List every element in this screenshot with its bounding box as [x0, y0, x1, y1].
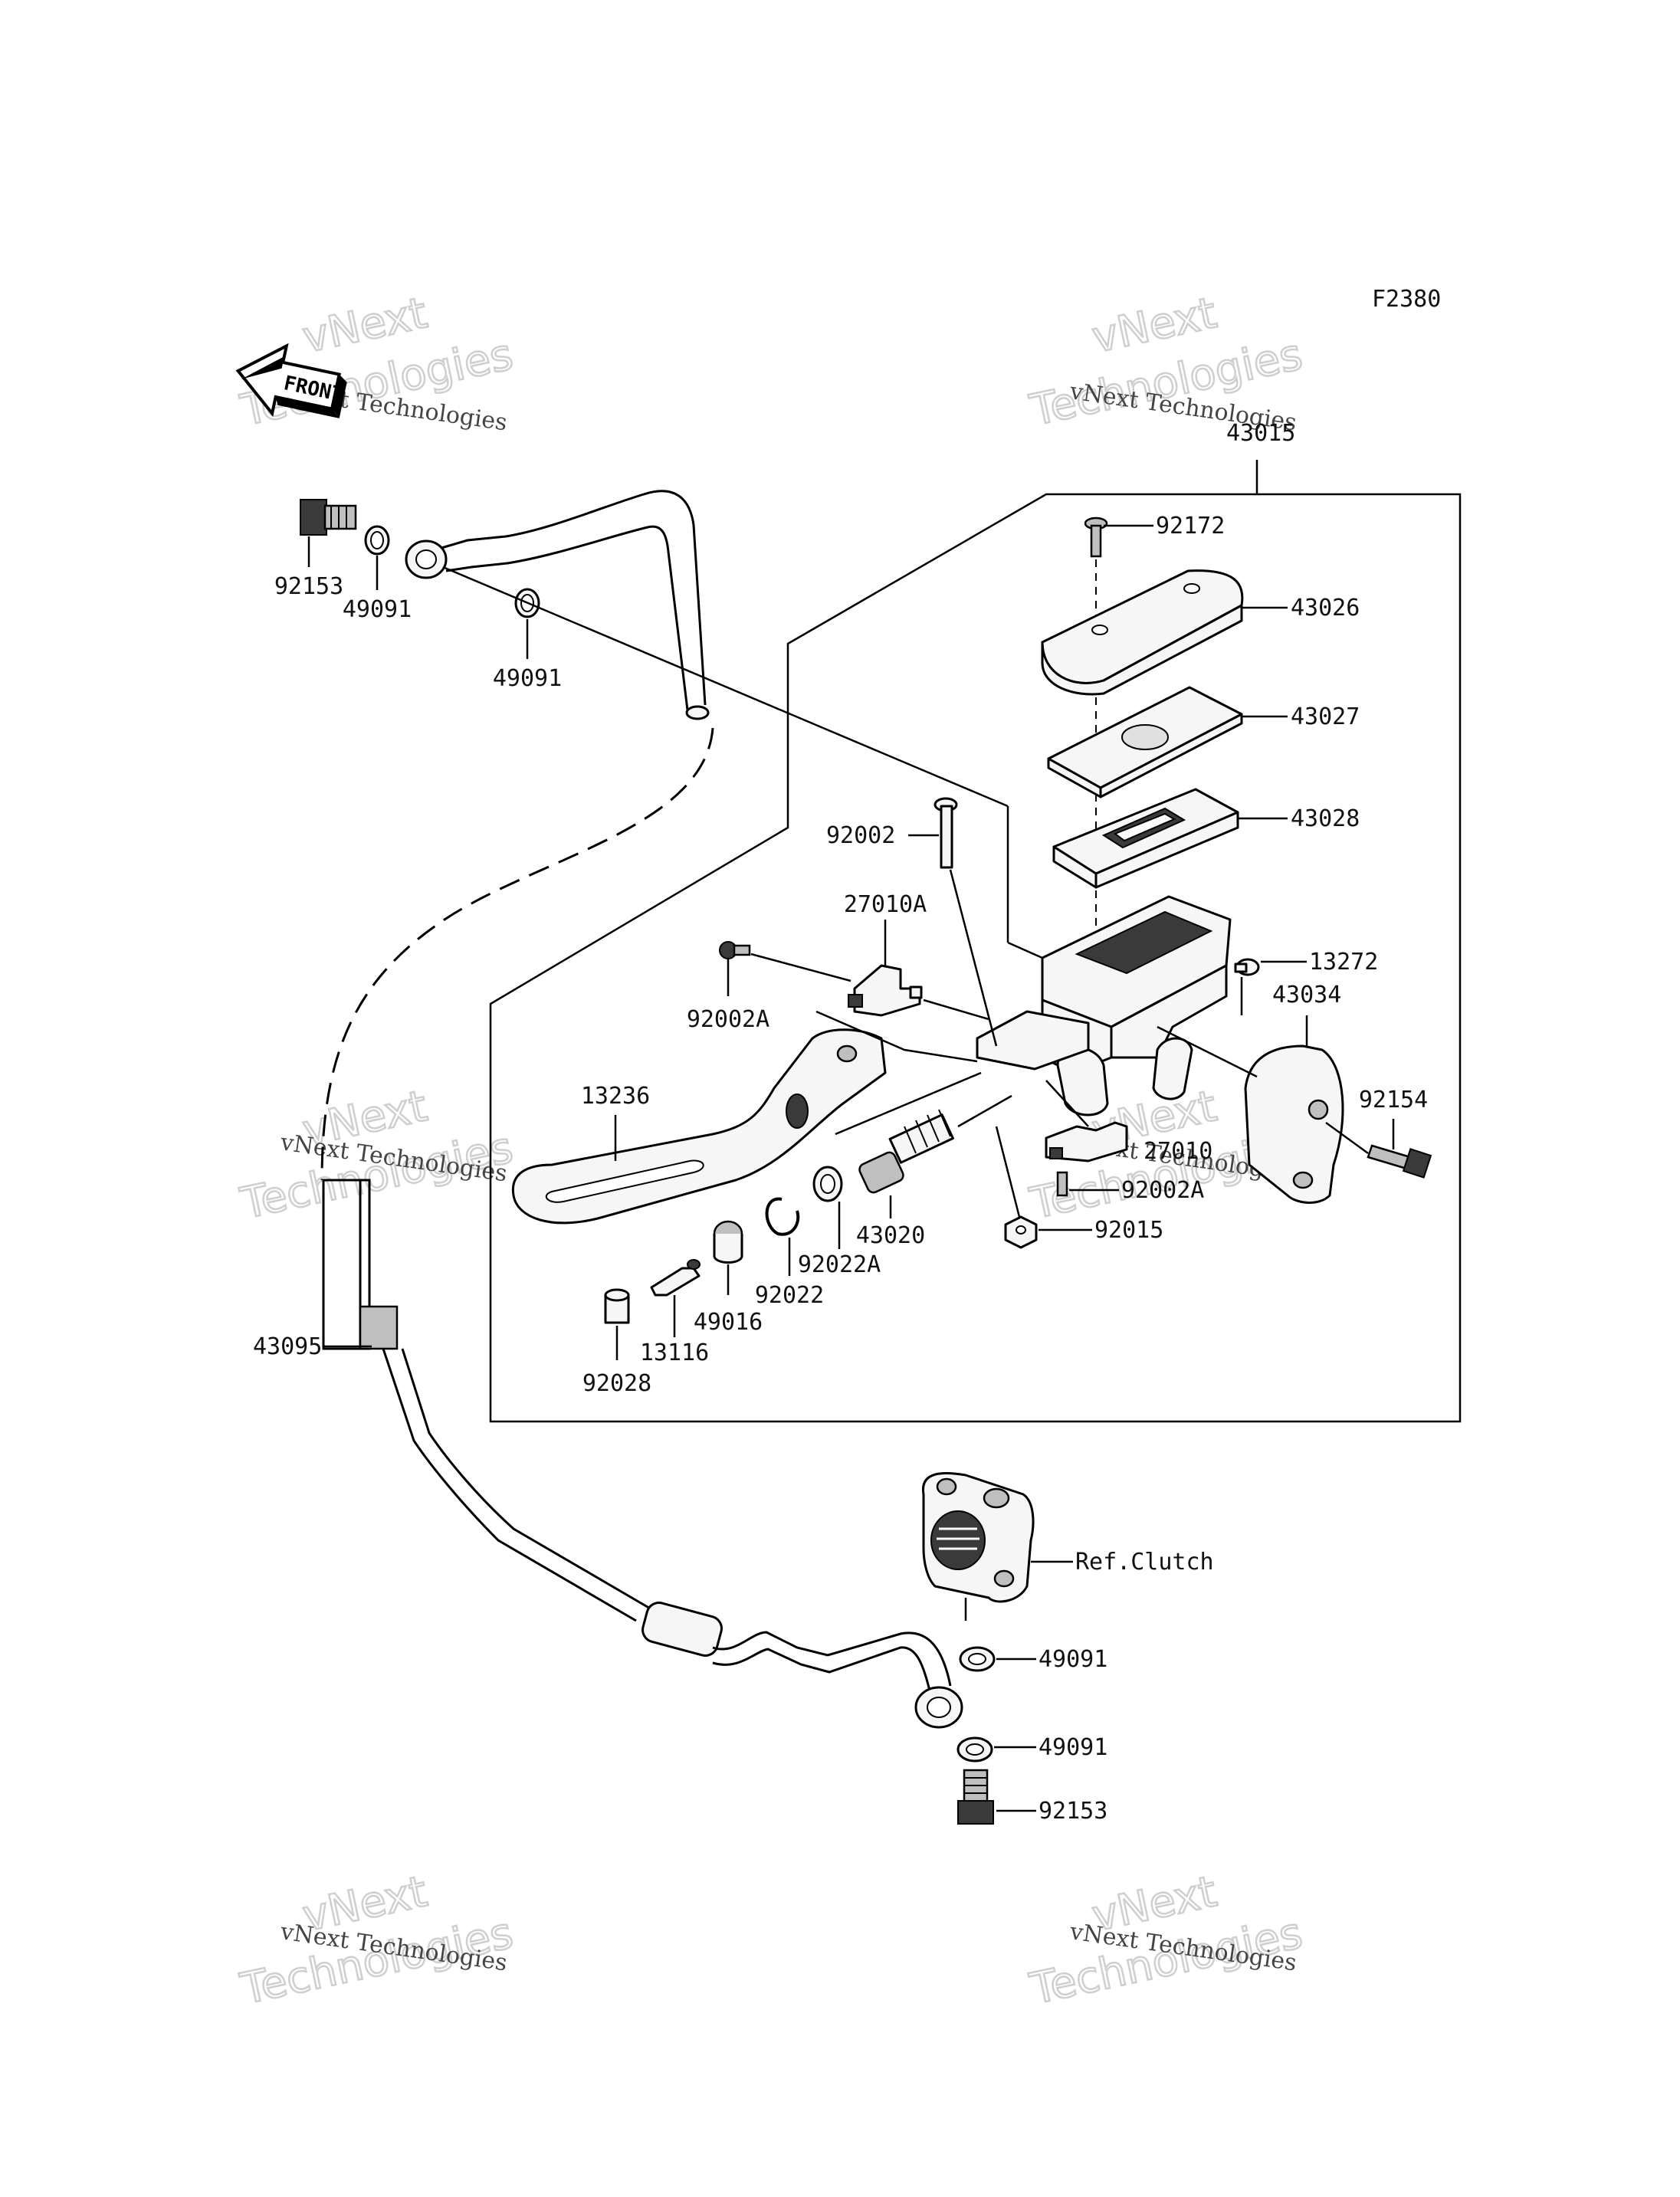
label-92022A: 92022A: [798, 1251, 881, 1278]
label-43028: 43028: [1291, 805, 1360, 832]
push-rod-13116: [650, 1259, 701, 1297]
label-92172: 92172: [1156, 513, 1225, 539]
watermark-mid-left: vNext Technologies vNext Technologies: [235, 1080, 518, 1230]
hose-upper-section: [405, 490, 710, 720]
clutch-switch-27010A: [848, 964, 923, 1017]
label-13116: 13116: [640, 1340, 709, 1366]
label-92015: 92015: [1094, 1217, 1163, 1244]
diaphragm-43028: [1052, 788, 1239, 889]
label-43015: 43015: [1226, 420, 1295, 447]
watermark-bottom-left: vNext Technologies vNext Technologies: [235, 1866, 518, 2015]
watermark-bottom-right: vNext Technologies vNext Technologies: [1025, 1866, 1308, 2015]
clutch-release-cylinder: [922, 1472, 1035, 1603]
label-92002A-a: 92002A: [687, 1006, 769, 1033]
screw-92002A-a: [719, 941, 751, 959]
label-27010: 27010: [1144, 1138, 1212, 1165]
front-arrow-icon: FRONT: [235, 343, 347, 418]
circlip-92022: [765, 1197, 800, 1236]
lower-banjo-bolt-92153: [957, 1769, 994, 1825]
label-49016: 49016: [694, 1309, 763, 1336]
hose-dashed-route: [320, 727, 714, 1181]
piston-43020: [858, 1109, 954, 1194]
upper-banjo-bolt-92153: [300, 499, 357, 536]
figure-id: F2380: [1372, 286, 1441, 313]
label-92154: 92154: [1359, 1087, 1428, 1113]
clamp-holder-43034: [1244, 1044, 1344, 1204]
cap-92028: [604, 1288, 630, 1324]
label-43034: 43034: [1272, 982, 1341, 1008]
label-92028: 92028: [582, 1370, 651, 1397]
assembly-box-43015: [489, 460, 1462, 1423]
hose-43095: [322, 1179, 963, 1729]
reservoir-cap-43026: [1041, 569, 1244, 696]
master-cylinder-body: [976, 895, 1232, 1117]
label-92002A-b: 92002A: [1121, 1177, 1204, 1204]
label-49091-c: 49091: [1039, 1646, 1107, 1673]
diaphragm-plate-43027: [1047, 686, 1243, 798]
label-49091-a: 49091: [343, 596, 412, 623]
boot-49016: [713, 1220, 743, 1264]
screw-92002A-b: [1056, 1171, 1068, 1197]
nut-92015: [1004, 1215, 1038, 1249]
screw-13272: [1234, 958, 1260, 976]
label-ref-clutch: Ref.Clutch: [1075, 1549, 1214, 1576]
label-13236: 13236: [581, 1083, 650, 1110]
label-92153-bottom: 92153: [1039, 1798, 1107, 1825]
label-13272: 13272: [1309, 949, 1378, 976]
label-27010A: 27010A: [844, 891, 927, 918]
label-92022: 92022: [755, 1282, 824, 1309]
label-49091-b: 49091: [493, 665, 562, 692]
label-43095: 43095: [253, 1333, 322, 1360]
bolt-92154: [1367, 1144, 1432, 1179]
clutch-switch-27010: [1045, 1121, 1128, 1162]
label-43026: 43026: [1291, 595, 1360, 621]
label-92153-top: 92153: [274, 573, 343, 600]
screw-92172: [1084, 516, 1108, 558]
label-43020: 43020: [856, 1222, 925, 1249]
label-92002: 92002: [826, 822, 895, 849]
label-43027: 43027: [1291, 703, 1360, 730]
pivot-bolt-92002: [934, 797, 958, 869]
watermark-top-right: vNext Technologies vNext Technologies: [1025, 287, 1308, 437]
label-49091-d: 49091: [1039, 1734, 1107, 1761]
